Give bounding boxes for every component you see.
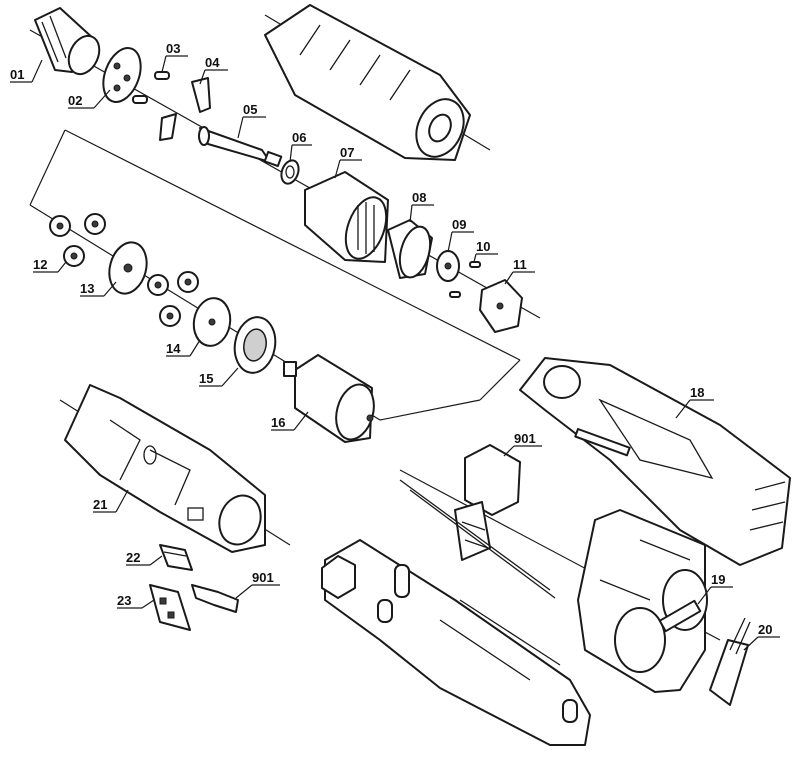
label-07: 07 [340,145,354,160]
housing-bottom-half [321,539,591,746]
part-18-housing-shell [519,357,791,566]
part-901-switch [399,444,556,599]
part-21-housing-left [64,384,266,553]
callout-12: 12 [33,257,67,273]
part-13-carrier-plate [108,241,148,295]
motor-housing-top [264,4,471,161]
part-901-contact-small [191,584,239,613]
label-06: 06 [292,130,306,145]
part-02-gear-plate [102,47,142,103]
callout-04: 04 [199,55,228,85]
label-18: 18 [690,385,704,400]
callout-11: 11 [504,257,535,285]
callout-10: 10 [473,239,498,263]
label-03: 03 [166,41,180,56]
label-901-contact: 901 [252,570,274,585]
label-901-switch: 901 [514,431,536,446]
callout-23: 23 [117,593,155,609]
callout-901-switch: 901 [503,431,542,457]
callout-07: 07 [334,145,362,179]
label-22: 22 [126,550,140,565]
part-23-switch-block [149,584,191,631]
label-14: 14 [166,341,181,356]
part-22-contact [159,544,193,571]
callout-13: 13 [80,281,117,297]
callout-901-contact: 901 [235,570,280,599]
label-09: 09 [452,217,466,232]
part-09-small-gear [436,250,460,282]
part-20-terminal [709,617,751,706]
label-01: 01 [10,67,24,82]
part-19-battery-pack [577,509,708,693]
label-19: 19 [711,572,725,587]
part-01-chuck-cap [34,7,101,76]
part-10-pins [449,261,481,298]
label-13: 13 [80,281,94,296]
label-15: 15 [199,371,213,386]
callout-21: 21 [93,489,129,513]
part-05-spindle [198,126,283,168]
label-05: 05 [243,102,257,117]
part-16-motor [283,354,375,443]
label-23: 23 [117,593,131,608]
planet-gears-second-stage [147,271,199,327]
callout-03: 03 [161,41,188,73]
label-11: 11 [513,257,527,272]
callout-08: 08 [409,190,434,223]
callout-05: 05 [237,102,266,139]
part-11-carrier [479,279,523,333]
label-08: 08 [412,190,426,205]
callout-16: 16 [271,411,309,431]
part-12-planet-gears [49,213,106,267]
callouts: 01 02 03 04 05 06 07 [10,41,780,651]
label-20: 20 [758,622,772,637]
label-02: 02 [68,93,82,108]
callout-18: 18 [675,385,714,419]
callout-02: 02 [68,89,111,109]
part-04-clips [159,77,211,141]
label-21: 21 [93,497,107,512]
callout-15: 15 [199,367,239,387]
callout-19: 19 [697,572,733,605]
label-12: 12 [33,257,47,272]
callout-06: 06 [289,130,312,163]
part-06-ring [280,159,300,185]
label-10: 10 [476,239,490,254]
part-03-pins [132,71,170,104]
part-14-washer [192,297,232,347]
callout-14: 14 [166,339,201,357]
label-16: 16 [271,415,285,430]
part-15-motor-plate [233,316,277,374]
part-08-ring-gear [387,219,433,279]
callout-20: 20 [743,622,780,651]
part-07-gear-housing [304,171,389,263]
callout-01: 01 [10,59,43,83]
label-04: 04 [205,55,220,70]
callout-09: 09 [447,217,474,253]
callout-22: 22 [126,550,163,566]
